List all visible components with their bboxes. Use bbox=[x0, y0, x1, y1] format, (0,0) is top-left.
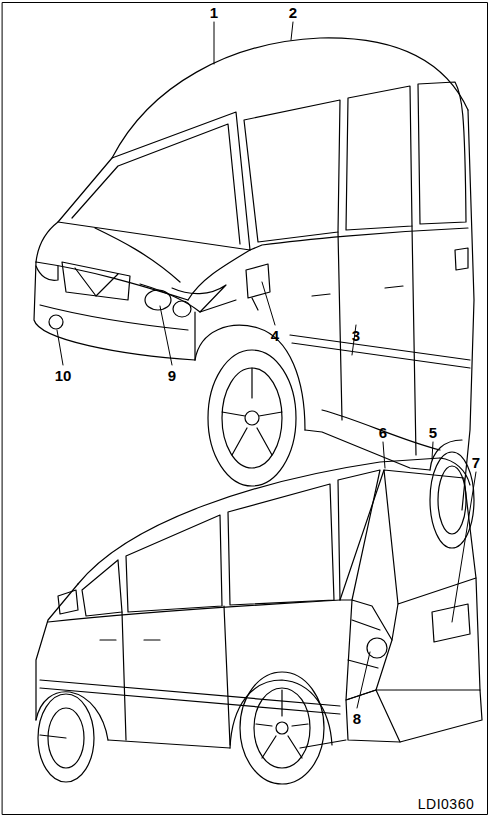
callout-number: 5 bbox=[429, 425, 437, 440]
callout-number: 6 bbox=[379, 425, 387, 440]
figure-code: LDI0360 bbox=[418, 797, 474, 811]
callout-number: 7 bbox=[472, 455, 480, 470]
callout-number: 9 bbox=[168, 368, 176, 383]
leader-lines bbox=[57, 22, 476, 708]
callout-number: 4 bbox=[271, 328, 279, 343]
callout-number: 1 bbox=[210, 5, 218, 20]
callout-number: 10 bbox=[55, 368, 72, 383]
border-frame bbox=[3, 3, 488, 815]
front-van-drawing bbox=[34, 38, 474, 548]
rear-van-drawing bbox=[36, 458, 482, 784]
callout-number: 8 bbox=[353, 711, 361, 726]
callout-number: 3 bbox=[352, 328, 360, 343]
callout-number: 2 bbox=[289, 5, 297, 20]
